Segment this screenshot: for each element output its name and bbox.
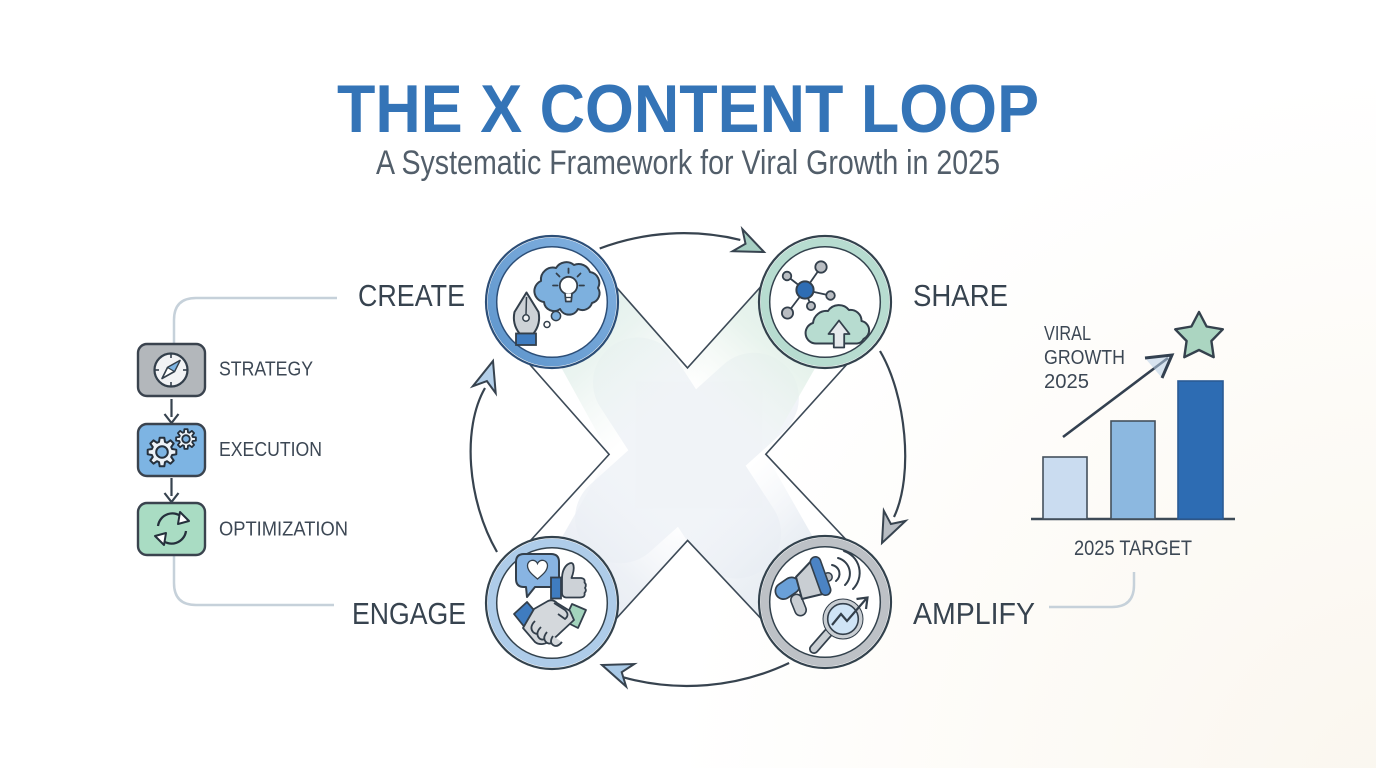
svg-text:2025 TARGET: 2025 TARGET	[1074, 536, 1192, 560]
svg-text:AMPLIFY: AMPLIFY	[913, 596, 1035, 631]
svg-text:A Systematic Framework for Vir: A Systematic Framework for Viral Growth …	[376, 144, 1000, 182]
svg-text:THE X CONTENT LOOP: THE X CONTENT LOOP	[337, 71, 1039, 147]
svg-text:GROWTH: GROWTH	[1044, 347, 1125, 369]
svg-text:STRATEGY: STRATEGY	[219, 358, 313, 381]
svg-text:2025: 2025	[1044, 371, 1089, 393]
svg-text:EXECUTION: EXECUTION	[219, 438, 322, 461]
svg-text:SHARE: SHARE	[913, 278, 1008, 313]
svg-text:CREATE: CREATE	[358, 278, 465, 313]
svg-text:ENGAGE: ENGAGE	[352, 596, 466, 631]
svg-text:OPTIMIZATION: OPTIMIZATION	[219, 518, 348, 541]
svg-text:VIRAL: VIRAL	[1044, 323, 1091, 345]
